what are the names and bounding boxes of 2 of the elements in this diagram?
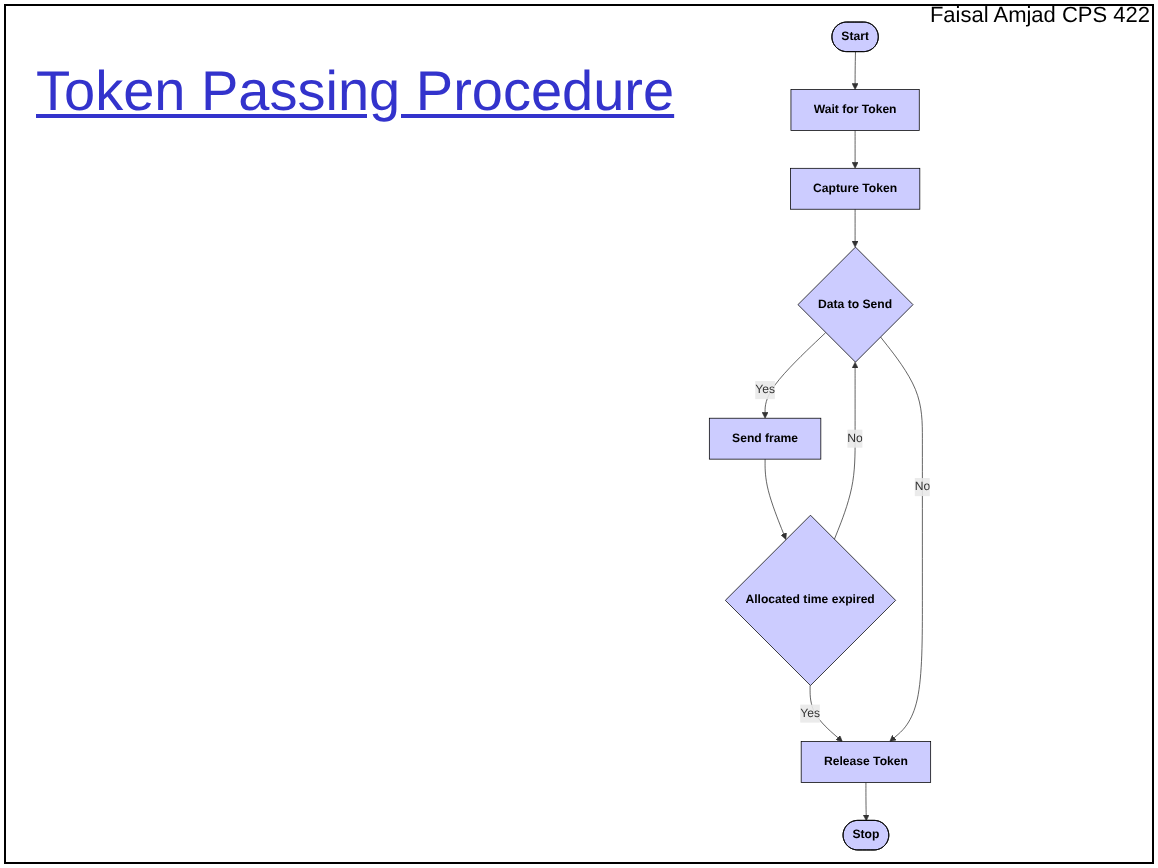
slide-title: Token Passing Procedure xyxy=(36,60,675,124)
header-note: Faisal Amjad CPS 422 xyxy=(929,4,1150,28)
